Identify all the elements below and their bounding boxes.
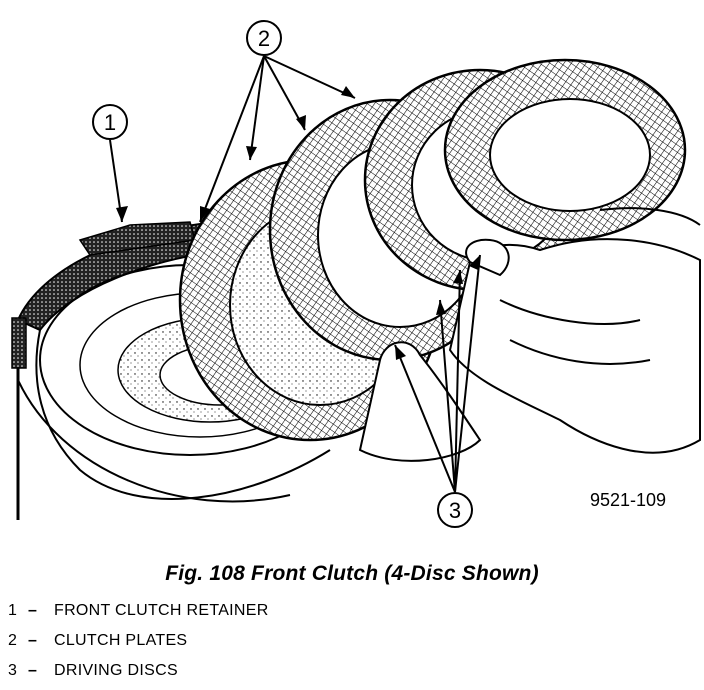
legend-label: FRONT CLUTCH RETAINER [54,602,269,619]
legend-item: 3–DRIVING DISCS [8,662,178,680]
callout-2: 2 [246,20,282,56]
legend-number: 1 [8,602,18,619]
figure-code: 9521-109 [590,490,666,510]
callout-leaders [109,55,481,493]
legend-number: 2 [8,632,18,649]
legend-dash: – [28,662,38,679]
legend-dash: – [28,602,38,619]
legend-item: 1–FRONT CLUTCH RETAINER [8,602,269,620]
svg-text:1: 1 [104,110,116,135]
legend-item: 2–CLUTCH PLATES [8,632,187,650]
svg-text:2: 2 [258,26,270,51]
callout-3: 3 [437,492,473,528]
legend-number: 3 [8,662,18,679]
legend-dash: – [28,632,38,649]
clutch-illustration: 1 2 3 9521-109 [11,20,701,528]
legend-label: DRIVING DISCS [54,662,178,679]
figure-caption: Fig. 108 Front Clutch (4-Disc Shown) [165,562,539,585]
clutch-plates-drawing [178,58,687,442]
svg-text:3: 3 [449,498,461,523]
legend-label: CLUTCH PLATES [54,632,188,649]
callout-1: 1 [92,104,128,140]
